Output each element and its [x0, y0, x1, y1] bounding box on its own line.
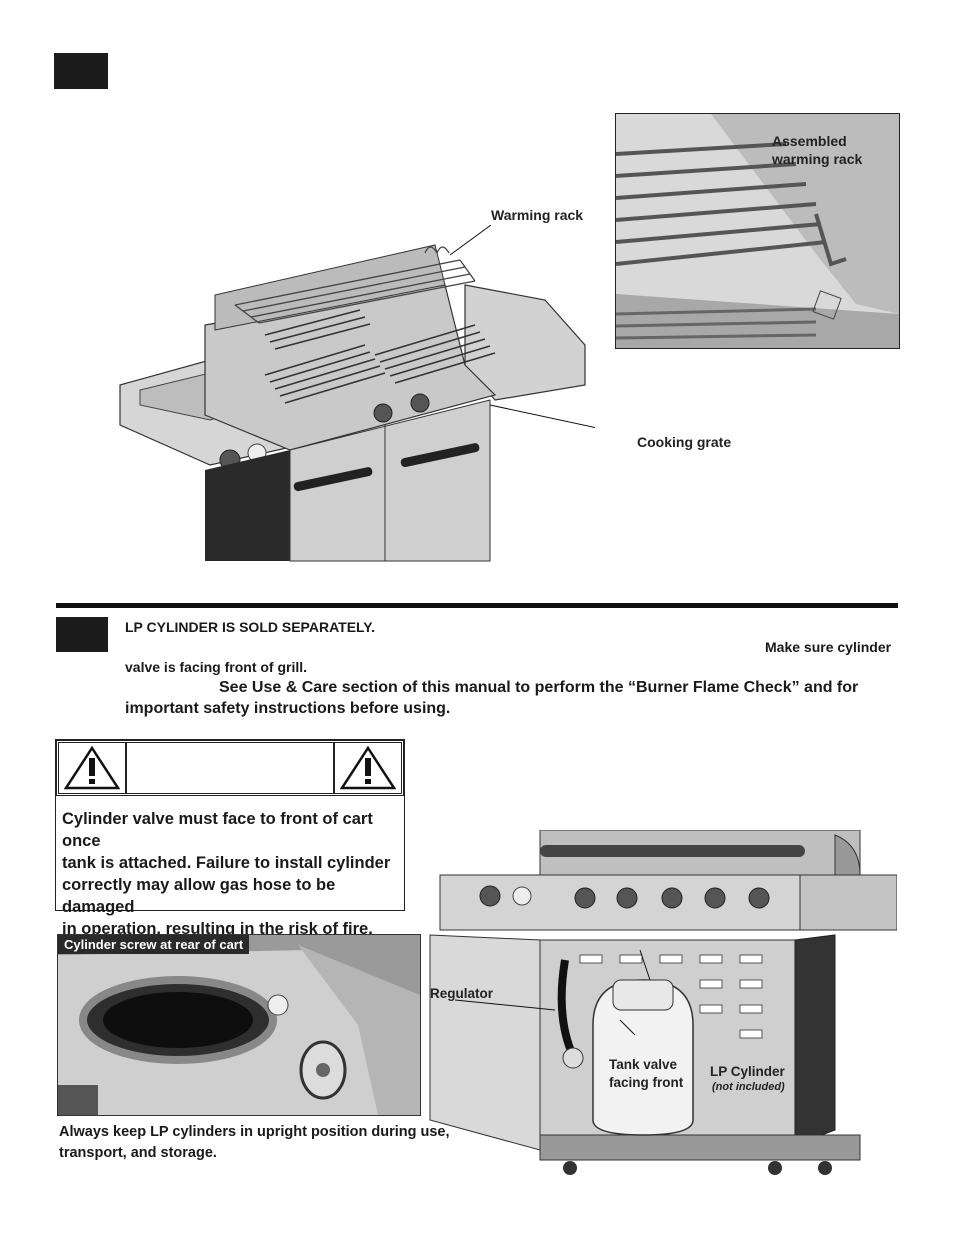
regulator-label: Regulator: [430, 986, 494, 1001]
assembled-warming-rack-inset: Assembled warming rack: [615, 113, 900, 349]
lp-cylinder-label: LP Cylinder: [710, 1064, 785, 1079]
make-sure-cylinder-text: Make sure cylinder: [765, 639, 892, 655]
warning-icon: [59, 743, 127, 793]
photo-caption: Cylinder screw at rear of cart: [58, 935, 250, 954]
warning-box: Cylinder valve must face to front of car…: [55, 739, 405, 938]
lp-cylinder-notice: LP CYLINDER IS SOLD SEPARATELY.: [125, 619, 375, 635]
not-included-label: (not included): [712, 1081, 785, 1093]
warning-text-line: Cylinder valve must face to front of car…: [62, 810, 373, 850]
warning-text-line: in operation, resulting in the risk of f…: [62, 920, 373, 938]
upright-footnote-line1: Always keep LP cylinders in upright posi…: [59, 1124, 450, 1140]
upright-footnote-line2: transport, and storage.: [59, 1145, 217, 1161]
assembled-rack-label-line2: warming rack: [772, 151, 863, 167]
warning-icon: [333, 743, 401, 793]
safety-instructions-text: important safety instructions before usi…: [125, 700, 451, 717]
valve-facing-text: valve is facing front of grill.: [125, 659, 308, 675]
grill-cart-cylinder-illustration: [429, 830, 897, 1175]
use-care-text: See Use & Care section of this manual to…: [219, 679, 859, 696]
cylinder-screw-photo: Cylinder screw at rear of cart: [57, 934, 421, 1116]
warming-rack-label: Warming rack: [491, 207, 584, 223]
warning-text-line: tank is attached. Failure to install cyl…: [62, 854, 391, 872]
warning-header: [56, 740, 404, 796]
step-marker-1: [54, 53, 108, 89]
cooking-grate-label: Cooking grate: [637, 434, 732, 450]
section-divider: [56, 603, 898, 608]
grill-warming-rack-illustration: [119, 225, 595, 562]
tank-valve-label-line2: facing front: [609, 1075, 684, 1090]
warning-text: Cylinder valve must face to front of car…: [56, 796, 404, 940]
assembled-rack-label-line1: Assembled: [772, 133, 847, 149]
step-marker-2: [56, 617, 108, 652]
tank-valve-label-line1: Tank valve: [609, 1057, 678, 1072]
warning-text-line: correctly may allow gas hose to be damag…: [62, 876, 336, 916]
